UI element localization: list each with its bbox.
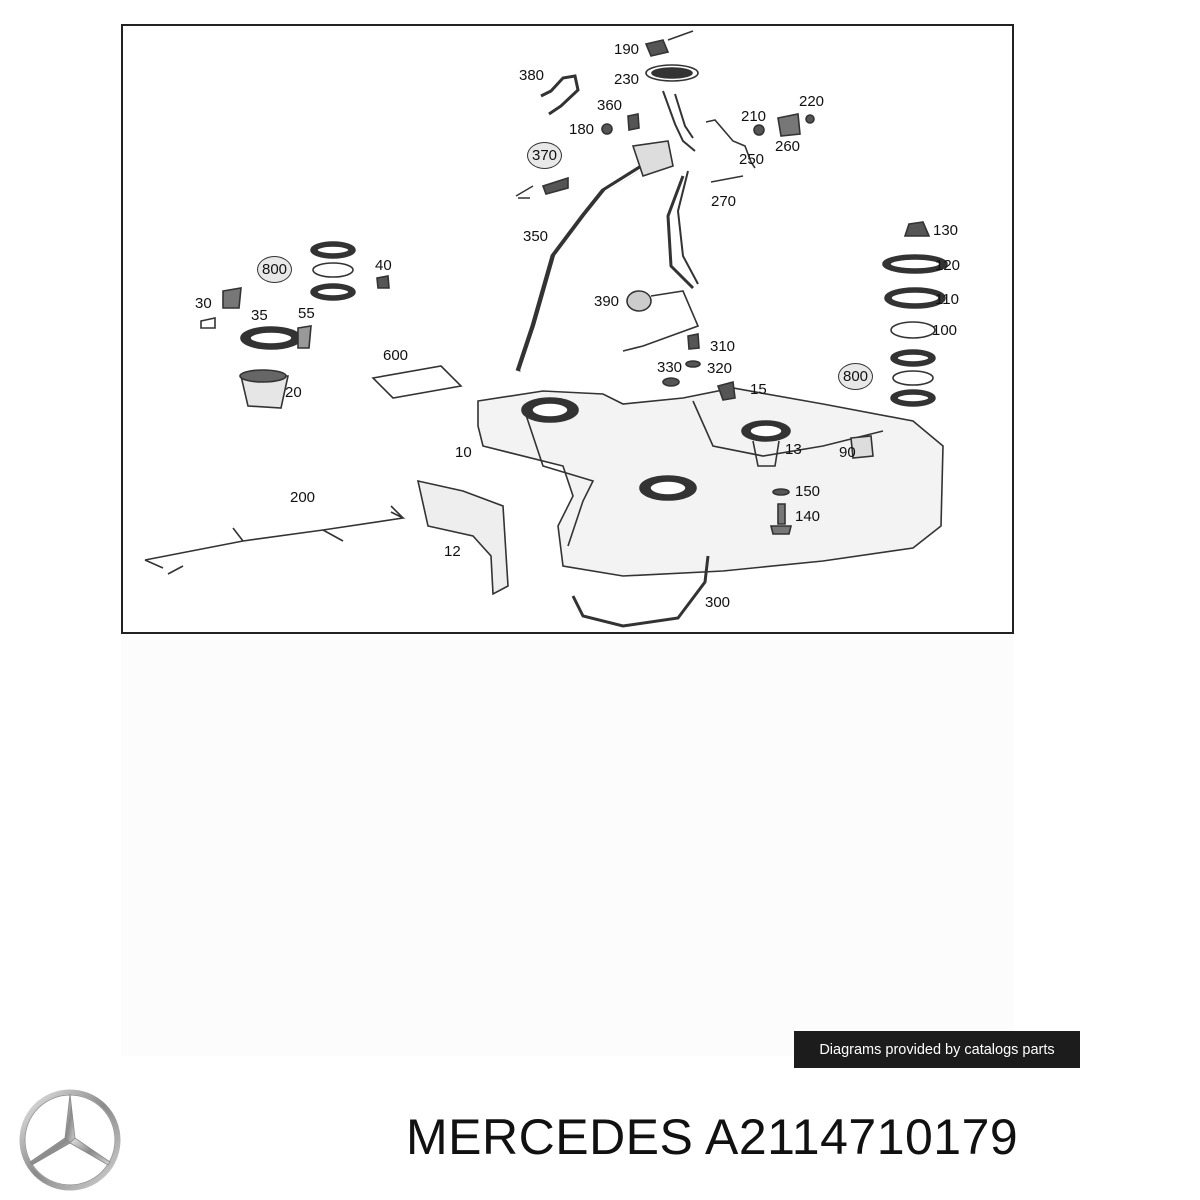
label-330: 330: [657, 359, 683, 376]
filler-cap: [644, 39, 670, 57]
canister: [626, 290, 652, 312]
grommet-180: [601, 123, 613, 135]
label-360: 360: [597, 97, 623, 114]
label-10: 10: [455, 444, 472, 461]
bolt-210: [753, 124, 765, 136]
label-13: 13: [785, 441, 802, 458]
label-40: 40: [375, 257, 392, 274]
pad-600: [371, 365, 463, 399]
label-35: 35: [251, 307, 268, 324]
label-130: 130: [933, 222, 959, 239]
label-210: 210: [741, 108, 767, 125]
filler-neck: [631, 140, 674, 178]
label-55: 55: [298, 305, 315, 322]
cap-130: [903, 221, 931, 237]
heat-shield: [416, 479, 509, 596]
label-30: 30: [195, 295, 212, 312]
label-12: 12: [444, 543, 461, 560]
label-15: 15: [750, 381, 767, 398]
part-30: [222, 287, 242, 309]
sensor-370: [541, 176, 569, 195]
part-55: [297, 325, 312, 349]
bolt-140: [769, 503, 793, 535]
label-270: 270: [711, 193, 737, 210]
parts-diagram: 190 230 380 360 180 210 220 260 250 370 …: [121, 24, 1014, 634]
credit-banner: Diagrams provided by catalogs parts: [794, 1031, 1080, 1068]
wiring-harness: [144, 505, 406, 575]
bracket-260: [777, 113, 801, 137]
label-800-left: 800: [257, 256, 293, 283]
label-350: 350: [523, 228, 549, 245]
label-230: 230: [614, 71, 640, 88]
label-300: 300: [705, 594, 731, 611]
label-140: 140: [795, 508, 821, 525]
sensor-380: [540, 74, 580, 116]
filler-pipe: [515, 154, 651, 372]
fuel-tank: [477, 387, 944, 577]
label-150: 150: [795, 483, 821, 500]
label-110: 110: [935, 291, 959, 308]
part-number: A2114710179: [705, 1109, 1019, 1165]
label-250: 250: [739, 151, 765, 168]
line-250: [705, 119, 756, 169]
label-260: 260: [775, 138, 801, 155]
part-title: MERCEDES A2114710179: [406, 1112, 1018, 1162]
label-20: 20: [285, 384, 302, 401]
label-190: 190: [614, 41, 640, 58]
sensor-15: [716, 380, 736, 401]
label-310: 310: [710, 338, 736, 355]
valve-360: [627, 113, 640, 131]
label-180: 180: [569, 121, 595, 138]
label-390: 390: [594, 293, 620, 310]
clip-270: [710, 175, 744, 183]
brand-name: MERCEDES: [406, 1109, 694, 1165]
part-310: [687, 333, 700, 350]
label-380: 380: [519, 67, 545, 84]
label-100: 100: [932, 322, 958, 339]
label-200: 200: [290, 489, 316, 506]
part-320: [685, 360, 701, 368]
label-370: 370: [527, 142, 563, 169]
part-90: [850, 435, 874, 459]
part-330: [662, 377, 680, 387]
label-320: 320: [707, 360, 733, 377]
washer-150: [772, 488, 790, 496]
label-600: 600: [383, 347, 409, 364]
image-background-panel: [121, 636, 1014, 1056]
label-800-right: 800: [838, 363, 874, 390]
exploded-view-drawing: [144, 30, 948, 628]
ring-100: [890, 321, 936, 339]
part-40: [376, 275, 390, 289]
label-120: 120: [935, 257, 961, 274]
nut-220: [805, 114, 815, 124]
label-220: 220: [799, 93, 825, 110]
label-90: 90: [839, 444, 856, 461]
mercedes-star-icon: [19, 1089, 121, 1191]
filler-cap-seal: [645, 64, 699, 82]
tank-strap: [571, 555, 710, 628]
